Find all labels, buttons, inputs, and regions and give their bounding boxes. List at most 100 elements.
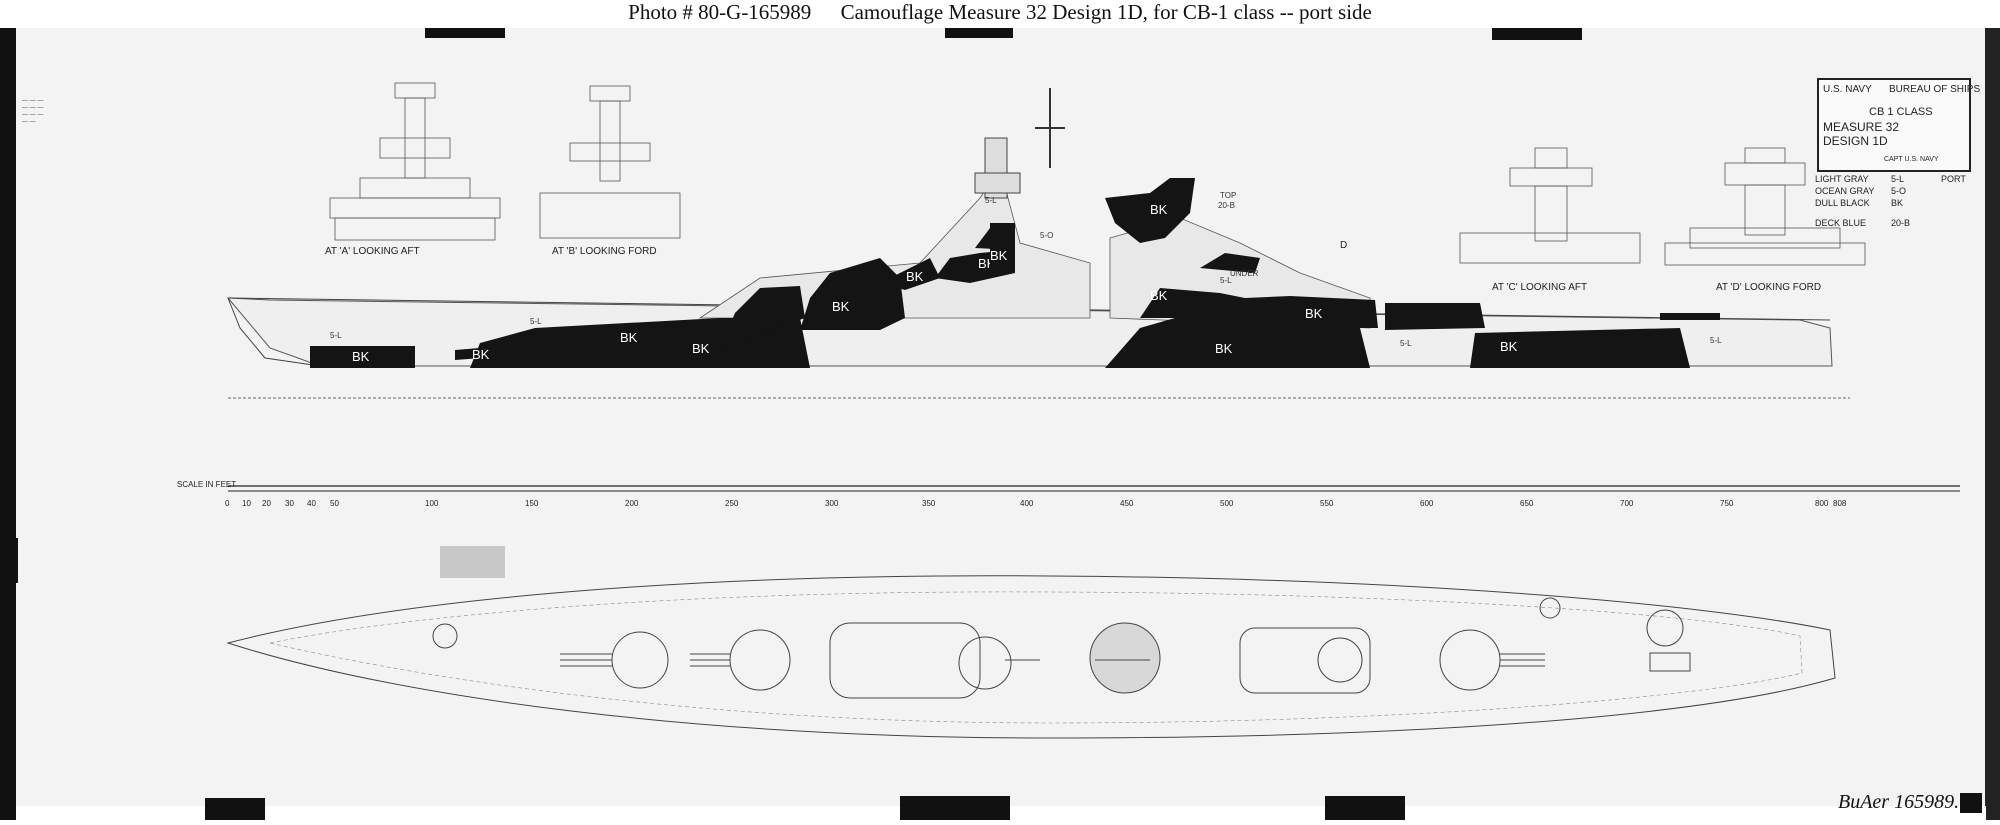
legend-color-name: OCEAN GRAY	[1815, 186, 1875, 196]
section-b-label: AT 'B' LOOKING FORD	[552, 246, 657, 257]
film-tab	[1325, 796, 1405, 820]
camo-label-sl: 5-L	[985, 196, 997, 205]
camo-label-sl: 5-L	[1710, 336, 1722, 345]
section-d-label: AT 'D' LOOKING FORD	[1716, 282, 1821, 293]
title-block-measure: MEASURE 32	[1823, 120, 1900, 134]
legend-color-name: DECK BLUE	[1815, 218, 1867, 228]
camo-label-bk: BK	[352, 349, 370, 364]
camo-bk-patch	[560, 330, 645, 346]
legend-row: LIGHT GRAY 5-L PORT	[1815, 173, 1966, 185]
camo-bk-patch	[1470, 328, 1690, 368]
scale-tick: 450	[1120, 499, 1134, 508]
legend-color-name: DULL BLACK	[1815, 198, 1870, 208]
scale-tick: 0	[225, 499, 230, 508]
scale-tick: 30	[285, 499, 294, 508]
turret-c	[1439, 629, 1545, 691]
camo-bk-patch	[310, 346, 415, 368]
camo-label-bk: BK	[1215, 341, 1233, 356]
legend-color-code: 5-L	[1891, 174, 1905, 184]
plan-deck-edge	[269, 591, 1803, 724]
camo-label-bk: BK	[906, 269, 924, 284]
scale-tick: 20	[262, 499, 271, 508]
scale-tick: 750	[1720, 499, 1734, 508]
fire-control-tower	[974, 172, 1021, 194]
film-tab	[205, 798, 265, 820]
ship-drawing: BK BK BK BK BK BK BK BK BK BK	[0, 26, 2000, 820]
section-view-a	[329, 82, 501, 241]
scale-tick: 250	[725, 499, 739, 508]
photo-caption-header: Photo # 80-G-165989 Camouflage Measure 3…	[0, 0, 2000, 28]
camo-label-bk: BK	[1305, 306, 1323, 321]
scale-tick: 808	[1833, 499, 1847, 508]
camo-bk-patch	[470, 318, 810, 368]
photo-caption: Camouflage Measure 32 Design 1D, for CB-…	[840, 0, 1372, 24]
camo-bk-patch	[1660, 313, 1720, 320]
film-tab	[0, 538, 18, 583]
camo-label-sl: 5-L	[530, 317, 542, 326]
bufaer-number: BuAer 165989.	[1838, 791, 1960, 813]
scale-label: SCALE IN FEET	[177, 480, 236, 489]
scale-tick: 10	[242, 499, 251, 508]
section-a-label: AT 'A' LOOKING AFT	[325, 246, 420, 257]
scale-tick: 700	[1620, 499, 1634, 508]
photo-number: Photo # 80-G-165989	[628, 0, 812, 24]
legend-color-code: BK	[1891, 198, 1904, 208]
profile-view: BK BK BK BK BK BK BK BK BK BK	[226, 88, 1833, 368]
scale-tick: 150	[525, 499, 539, 508]
camo-bk-patch	[880, 258, 940, 290]
camo-bk-patch	[720, 286, 805, 348]
camo-label-bk: BK	[1500, 339, 1518, 354]
film-tab	[1492, 26, 1582, 40]
top-label: TOP	[1220, 191, 1236, 200]
film-tab	[945, 26, 1013, 38]
scale-tick: 100	[425, 499, 439, 508]
camo-label-bk: BK	[990, 248, 1008, 263]
camo-bk-patch	[800, 258, 905, 330]
camo-label-bk: BK	[1150, 288, 1168, 303]
scale-tick: 200	[625, 499, 639, 508]
film-tab	[1960, 793, 1982, 813]
legend-color-name: LIGHT GRAY	[1815, 174, 1869, 184]
camo-label-bk: BK	[1150, 202, 1168, 217]
camo-label-bk: BK	[472, 347, 490, 362]
scale-tick: 800	[1815, 499, 1829, 508]
turret-a	[560, 631, 669, 689]
legend-row: DECK BLUE 20-B	[1815, 217, 1966, 229]
title-block-approval: CAPT U.S. NAVY	[1884, 156, 1939, 163]
film-tab	[0, 28, 16, 820]
blueprint-sheet: BK BK BK BK BK BK BK BK BK BK	[0, 26, 2000, 820]
scale-tick: 400	[1020, 499, 1034, 508]
title-block-design: DESIGN 1D	[1823, 134, 1888, 148]
scale-tick: 50	[330, 499, 339, 508]
legend-row: DULL BLACK BK	[1815, 197, 1966, 209]
camo-label-bk: BK	[620, 330, 638, 345]
turret-b	[690, 629, 791, 691]
scale-tick: 600	[1420, 499, 1434, 508]
title-block-navy: U.S. NAVY	[1823, 84, 1872, 95]
plan-hull-outline	[226, 575, 1836, 739]
section-c-label: AT 'C' LOOKING AFT	[1492, 282, 1587, 293]
scale-tick: 350	[922, 499, 936, 508]
color-legend: LIGHT GRAY 5-L PORT OCEAN GRAY 5-O DULL …	[1815, 173, 1966, 229]
scale-tick: 300	[825, 499, 839, 508]
legend-side: PORT	[1941, 174, 1966, 184]
camo-label-sl: 5-L	[330, 331, 342, 340]
legend-row: OCEAN GRAY 5-O	[1815, 185, 1966, 197]
camo-bk-patch	[1105, 318, 1370, 368]
marginal-notes: — — —— — —— — —— —	[22, 98, 44, 125]
legend-color-code: 5-O	[1891, 186, 1907, 196]
section-view-d	[1664, 147, 1866, 266]
scale-bar	[228, 397, 1960, 492]
section-view-b	[539, 85, 681, 239]
title-block-class: CB 1 CLASS	[1869, 106, 1933, 118]
bow-stem	[227, 297, 321, 367]
camo-label-sl: 5-L	[1220, 276, 1232, 285]
camo-bk-patch	[1385, 303, 1485, 330]
camo-bk-patch	[1200, 253, 1260, 273]
film-tab	[425, 26, 505, 38]
camo-label-sl: 5-L	[1400, 339, 1412, 348]
camo-bk-patch	[1140, 288, 1280, 318]
camo-label-so: 5-O	[1040, 231, 1053, 240]
scale-tick: 500	[1220, 499, 1234, 508]
camo-label-bk: BK	[692, 341, 710, 356]
